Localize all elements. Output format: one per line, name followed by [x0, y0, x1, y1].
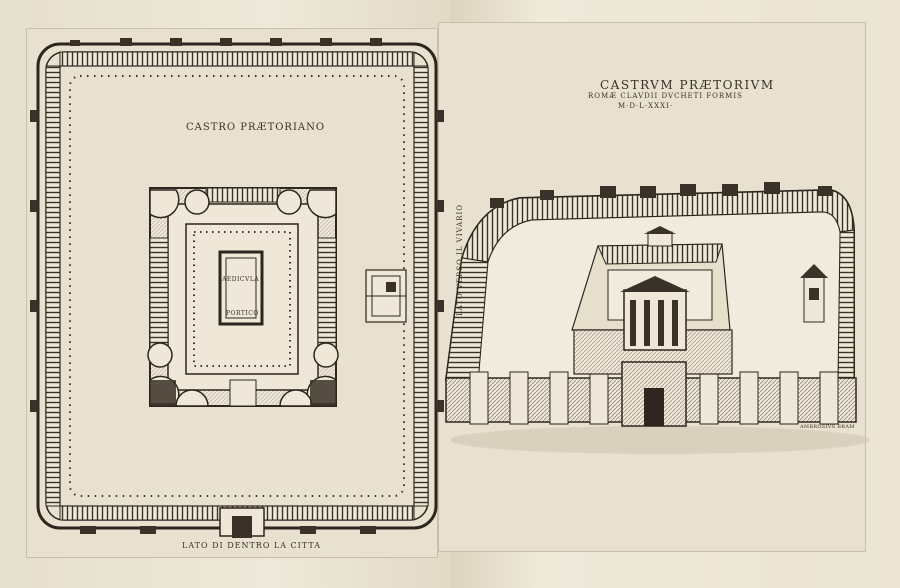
- engraver-signature: AMBROSIVS BRAM: [800, 424, 855, 430]
- right-plate-date: M·D·L·XXXI·: [618, 102, 674, 110]
- outer-wall: [30, 38, 444, 538]
- portico-label: PORTICO: [226, 310, 259, 317]
- bottom-caption: LATO DI DENTRO LA CITTA: [182, 541, 321, 550]
- small-plan-detail: [365, 269, 407, 323]
- dotted-colonnade: [69, 75, 405, 497]
- aedicula-label: AEDICVLA: [222, 276, 260, 283]
- side-caption: LATO VERSO IL VIVARIO: [456, 203, 465, 317]
- central-building-plan: [147, 187, 339, 407]
- left-plate-title: CASTRO PRÆTORIANO: [186, 122, 326, 133]
- castrum-perspective-drawing: [444, 182, 870, 454]
- right-plate-subtitle: ROMÆ CLAVDII DVCHETI FORMIS: [588, 92, 743, 100]
- right-plate-title: CASTRVM PRÆTORIVM: [600, 78, 775, 92]
